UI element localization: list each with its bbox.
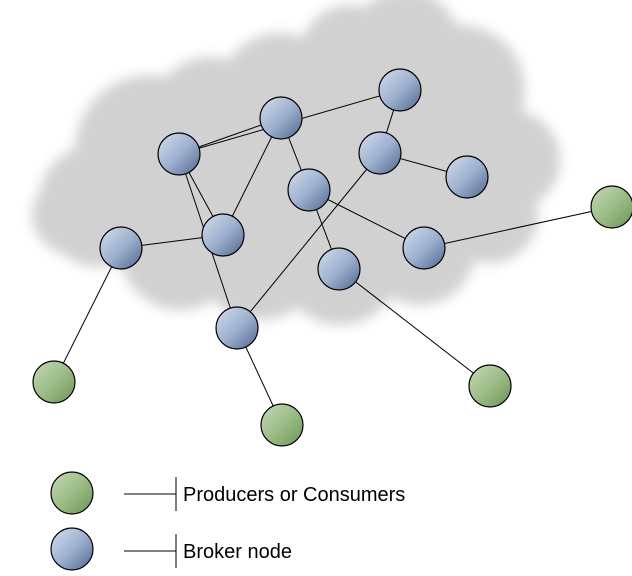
broker-node [259, 96, 303, 140]
legend: Producers or Consumers Broker node [50, 471, 405, 571]
broker-node [445, 155, 489, 199]
endpoint-node [32, 360, 76, 404]
endpoint-node [260, 403, 304, 447]
connection-line [338, 268, 491, 387]
connection-line [53, 247, 122, 383]
legend-item-broker: Broker node [50, 527, 292, 571]
broker-node [402, 226, 446, 270]
broker-node [378, 68, 422, 112]
legend-broker-label: Broker node [183, 541, 292, 563]
legend-endpoint-label: Producers or Consumers [183, 484, 405, 506]
broker-node [201, 213, 245, 257]
endpoint-node [468, 364, 512, 408]
connection-line [236, 152, 381, 329]
broker-node [215, 306, 259, 350]
broker-node [99, 226, 143, 270]
broker-node [287, 168, 331, 212]
endpoint-nodes [32, 185, 632, 447]
legend-endpoint-swatch [50, 471, 94, 515]
broker-nodes [99, 68, 489, 350]
connection-line [423, 206, 613, 249]
endpoint-node [590, 185, 632, 229]
legend-broker-swatch [50, 527, 94, 571]
broker-node [157, 132, 201, 176]
broker-node [358, 131, 402, 175]
legend-item-endpoint: Producers or Consumers [50, 471, 405, 515]
connection-line [222, 117, 282, 236]
broker-node [317, 247, 361, 291]
